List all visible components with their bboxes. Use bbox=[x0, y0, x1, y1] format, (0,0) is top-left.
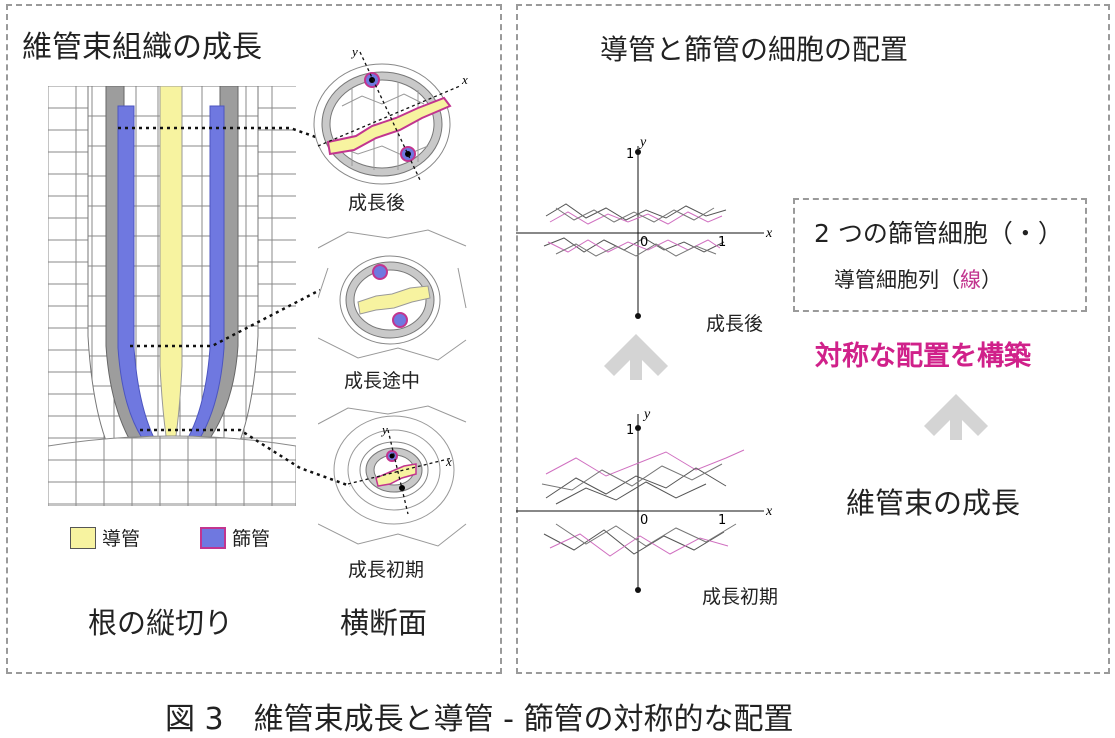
plot-after-label: 成長後 bbox=[706, 313, 764, 335]
xylem-band-mid bbox=[357, 285, 431, 315]
phloem-cell-top-mid bbox=[372, 264, 388, 280]
legend-phloem: 篩管 bbox=[200, 524, 270, 551]
left-panel bbox=[6, 4, 502, 674]
phloem-swatch bbox=[200, 526, 226, 549]
cross-section-after: x y bbox=[313, 46, 468, 185]
summary-xylem-mag: 線 bbox=[960, 268, 981, 292]
summary-xylem-post: ） bbox=[981, 268, 1002, 292]
summary-xylem-line: 導管細胞列（線） bbox=[834, 264, 1002, 294]
growth-label: 維管束の成長 bbox=[846, 486, 1021, 520]
cross-section-mid bbox=[318, 229, 467, 361]
section-label-mid: 成長途中 bbox=[344, 370, 421, 392]
axis-x-early: x bbox=[445, 454, 452, 469]
highlight-symmetric: 対称な配置を構築 bbox=[815, 341, 1031, 372]
plot-after-x-axis: x bbox=[765, 226, 773, 241]
plot-after-y-axis: y bbox=[638, 135, 647, 150]
legend-xylem: 導管 bbox=[70, 524, 140, 551]
plot-after-tick-y: 1 bbox=[626, 147, 634, 162]
xylem-swatch bbox=[70, 526, 96, 549]
plot-early-tick-x: 1 bbox=[718, 513, 726, 528]
plot-early-x-axis: x bbox=[765, 504, 773, 519]
caption-longitudinal: 根の縦切り bbox=[88, 606, 234, 640]
section-label-early: 成長初期 bbox=[348, 559, 425, 581]
axis-y-after: y bbox=[350, 46, 358, 59]
axis-y-early: y bbox=[380, 422, 388, 437]
root-longitudinal-section bbox=[48, 86, 296, 506]
up-arrow-plots bbox=[604, 334, 668, 380]
legend-phloem-label: 篩管 bbox=[232, 528, 271, 550]
plot-early: y x 0 1 1 bbox=[516, 407, 773, 593]
summary-phloem-line: 2 つの篩管細胞（・） bbox=[814, 219, 1063, 248]
right-panel bbox=[516, 4, 1110, 674]
plot-after: y x 0 1 1 bbox=[516, 135, 773, 319]
summary-box bbox=[793, 198, 1087, 312]
axis-x-after: x bbox=[461, 72, 468, 87]
section-label-after: 成長後 bbox=[348, 192, 406, 214]
plot-early-tick-y: 1 bbox=[626, 423, 634, 438]
plot-after-tick-origin: 0 bbox=[640, 235, 648, 250]
cross-section-early: x y bbox=[318, 405, 467, 547]
plot-early-tick-origin: 0 bbox=[640, 513, 648, 528]
plot-after-tick-x: 1 bbox=[718, 235, 726, 250]
plot-early-y-axis: y bbox=[642, 407, 651, 422]
legend-xylem-label: 導管 bbox=[102, 528, 141, 550]
figure-caption: 図 3 維管束成長と導管 - 篩管の対称的な配置 bbox=[165, 702, 794, 737]
summary-xylem-pre: 導管細胞列（ bbox=[834, 268, 960, 292]
up-arrow-right bbox=[924, 394, 988, 440]
xylem-band-after bbox=[326, 96, 452, 156]
phloem-cell-bottom-mid bbox=[392, 312, 408, 328]
right-panel-title: 導管と篩管の細胞の配置 bbox=[600, 33, 909, 66]
xylem-band-early bbox=[375, 463, 417, 487]
plot-early-label: 成長初期 bbox=[702, 586, 779, 608]
caption-cross-section: 横断面 bbox=[340, 606, 428, 640]
left-panel-title: 維管束組織の成長 bbox=[22, 30, 262, 65]
